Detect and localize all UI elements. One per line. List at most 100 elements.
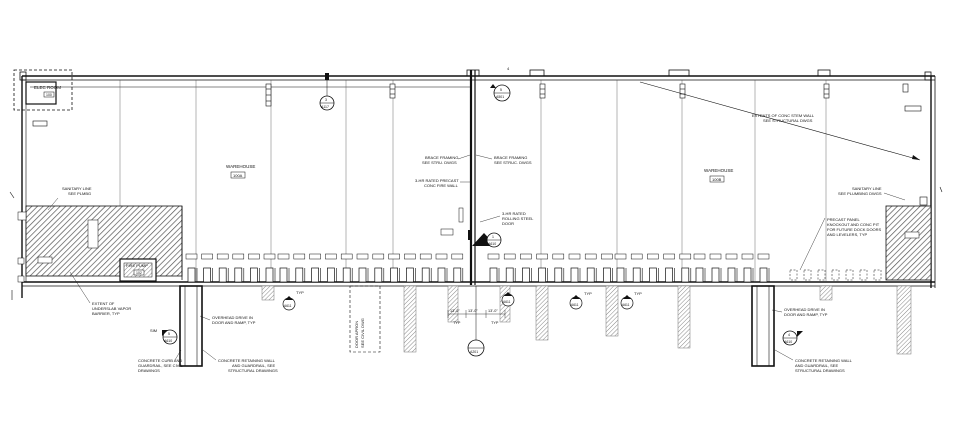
dock-door bbox=[263, 253, 276, 283]
callout-a117-detail: 3 bbox=[325, 98, 327, 102]
curb-line2: GUARDRAIL, SEE CIVIL bbox=[138, 363, 183, 368]
callout-a501: 5 A501 bbox=[490, 84, 511, 102]
dock-door-tag bbox=[709, 253, 722, 260]
dock-door bbox=[520, 253, 532, 283]
dock-leveler bbox=[603, 267, 611, 283]
elec-room-number: 100 bbox=[46, 93, 52, 97]
note-curb: CONCRETE CURB AND GUARDRAIL, SEE CIVIL D… bbox=[138, 349, 183, 373]
dock-door-tag bbox=[277, 253, 290, 260]
dock-door-tag bbox=[263, 253, 276, 260]
callout-a611-c-typ: TYP bbox=[584, 291, 592, 296]
right-callout-detail: 4 bbox=[788, 333, 790, 337]
dock-door bbox=[216, 253, 229, 283]
dock-door bbox=[201, 253, 213, 283]
dock-leveler bbox=[406, 267, 414, 283]
dock-leveler bbox=[743, 267, 752, 283]
callout-a501-sheet: A501 bbox=[496, 95, 504, 99]
exterior-pier bbox=[605, 285, 619, 337]
retain-right-line1: CONCRETE RETAINING WALL bbox=[795, 358, 853, 363]
top-posts bbox=[19, 69, 932, 81]
dock-door bbox=[372, 253, 385, 283]
dock-door-tag bbox=[356, 253, 369, 260]
warehouse-left-number: 100A bbox=[233, 173, 243, 178]
dock-door bbox=[693, 253, 706, 283]
dock-door-tag bbox=[520, 253, 532, 260]
note-sanitary-left: SANITARY LINE SEE PLMBG bbox=[47, 186, 92, 211]
dock-door-tag bbox=[185, 253, 198, 260]
dock-door bbox=[277, 253, 290, 283]
dock-door bbox=[568, 253, 581, 283]
dock-door-tag bbox=[601, 253, 613, 260]
dock-leveler bbox=[554, 267, 563, 283]
retain-left-line2: AND GUARDRAIL, SEE bbox=[232, 363, 275, 368]
warehouse-left-label: WAREHOUSE bbox=[226, 164, 255, 169]
precast-line3: FOR FUTURE DOCK DOORS bbox=[827, 227, 882, 232]
curb-line1: CONCRETE CURB AND bbox=[138, 358, 182, 363]
dock-door bbox=[552, 253, 565, 283]
dock-leveler bbox=[265, 267, 274, 283]
dock-door-tag bbox=[503, 253, 516, 260]
dock-door-tag bbox=[552, 253, 565, 260]
dock-door-tag bbox=[435, 253, 448, 260]
firewall-line1: 3-HR RATED PRECAST bbox=[415, 178, 459, 183]
left-hatch-markers bbox=[17, 211, 99, 283]
callout-a117: 3 A117 bbox=[319, 80, 335, 111]
door-apron-line2: SEE CIVIL DWG bbox=[360, 318, 365, 348]
dock-leveler bbox=[505, 267, 514, 283]
dock-door bbox=[741, 253, 754, 283]
elec-room: ELEC ROOM 100 bbox=[13, 69, 73, 111]
door-apron: DOOR APRON SEE CIVIL DWG bbox=[349, 285, 381, 353]
dock-door bbox=[325, 253, 337, 283]
dock-door bbox=[663, 253, 675, 283]
future-dock-outline bbox=[817, 269, 826, 281]
door-a610-detail: 1 bbox=[492, 235, 494, 239]
future-dock-outline bbox=[873, 269, 882, 281]
dock-door-tag bbox=[248, 253, 260, 260]
exterior-pier bbox=[447, 285, 459, 323]
dock-door-tag bbox=[293, 253, 306, 260]
dock-door bbox=[630, 253, 643, 283]
dock-leveler bbox=[586, 267, 595, 283]
warehouse-right-label: WAREHOUSE bbox=[704, 168, 733, 173]
vapor-line3: BARRIER, TYP bbox=[92, 311, 120, 316]
dim-left: 13'-0" bbox=[450, 309, 460, 313]
grid-lines bbox=[119, 80, 827, 282]
dock-leveler bbox=[295, 267, 304, 283]
callout-a611-b: A611 bbox=[501, 292, 515, 307]
dock-leveler bbox=[759, 267, 768, 283]
fire-pump-number: 102 bbox=[136, 271, 142, 275]
dock-door bbox=[404, 253, 416, 283]
note-extents-stem-wall: EXTENTS OF CONC STEM WALL SEE STRUCTURAL… bbox=[639, 81, 921, 161]
sanitary-left-line1: SANITARY LINE bbox=[62, 186, 92, 191]
dim-right: 13'-0" bbox=[488, 309, 498, 313]
callout-a611-d-typ: TYP bbox=[634, 291, 642, 296]
dock-door bbox=[309, 253, 321, 283]
note-sanitary-right: SANITARY LINE SEE PLUMBING DWGS bbox=[838, 186, 906, 201]
dock-door bbox=[419, 253, 432, 283]
top-wall-markers bbox=[32, 83, 922, 127]
callout-a611-a-sheet: A611 bbox=[284, 304, 292, 308]
dock-door-tag bbox=[372, 253, 385, 260]
warehouse-right: WAREHOUSE 100B bbox=[704, 168, 733, 183]
dock-door-tag bbox=[693, 253, 706, 260]
callout-a201-sheet: A201 bbox=[470, 350, 478, 354]
dock-door-tag bbox=[584, 253, 597, 260]
callout-a611-a: A611 TYP bbox=[282, 290, 304, 311]
dock-door bbox=[487, 253, 500, 283]
dock-door bbox=[709, 253, 722, 283]
dock-leveler bbox=[570, 267, 579, 283]
rolling-door-line1: 3-HR RATED bbox=[502, 211, 526, 216]
dock-leveler bbox=[616, 267, 625, 283]
dock-door bbox=[584, 253, 597, 283]
callout-sim-left: SIM 5 A610 bbox=[150, 328, 178, 345]
dock-leveler bbox=[187, 267, 196, 283]
dock-door-tag bbox=[568, 253, 581, 260]
dock-leveler bbox=[342, 267, 351, 283]
dock-leveler bbox=[250, 267, 258, 283]
dock-leveler bbox=[711, 267, 720, 283]
dimension-string: 13'-0" 13'-0" 13'-0" TYP TYP bbox=[447, 309, 506, 325]
dock-door-tag bbox=[630, 253, 643, 260]
extents-line2: SEE STRUCTURAL DWGS bbox=[763, 118, 813, 123]
door-a610-sheet: A610 bbox=[488, 242, 496, 246]
